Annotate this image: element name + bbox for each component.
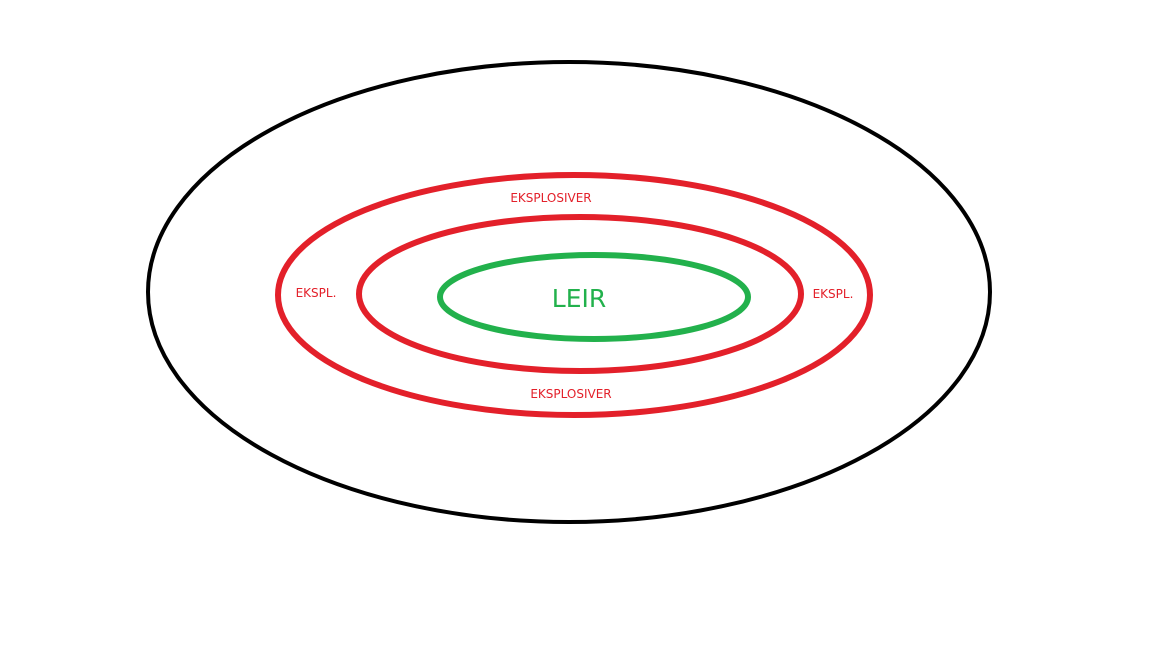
label-left: EKSPL.	[296, 286, 337, 300]
camp-ring	[437, 252, 751, 342]
outer-boundary-ring	[146, 60, 992, 524]
label-center: LEIR	[552, 284, 606, 313]
outer-explosives-ring	[275, 172, 873, 418]
label-right: EKSPL.	[813, 287, 854, 301]
inner-explosives-ring	[356, 214, 804, 374]
label-bottom: EKSPLOSIVER	[530, 387, 611, 401]
label-top: EKSPLOSIVER	[510, 191, 591, 205]
